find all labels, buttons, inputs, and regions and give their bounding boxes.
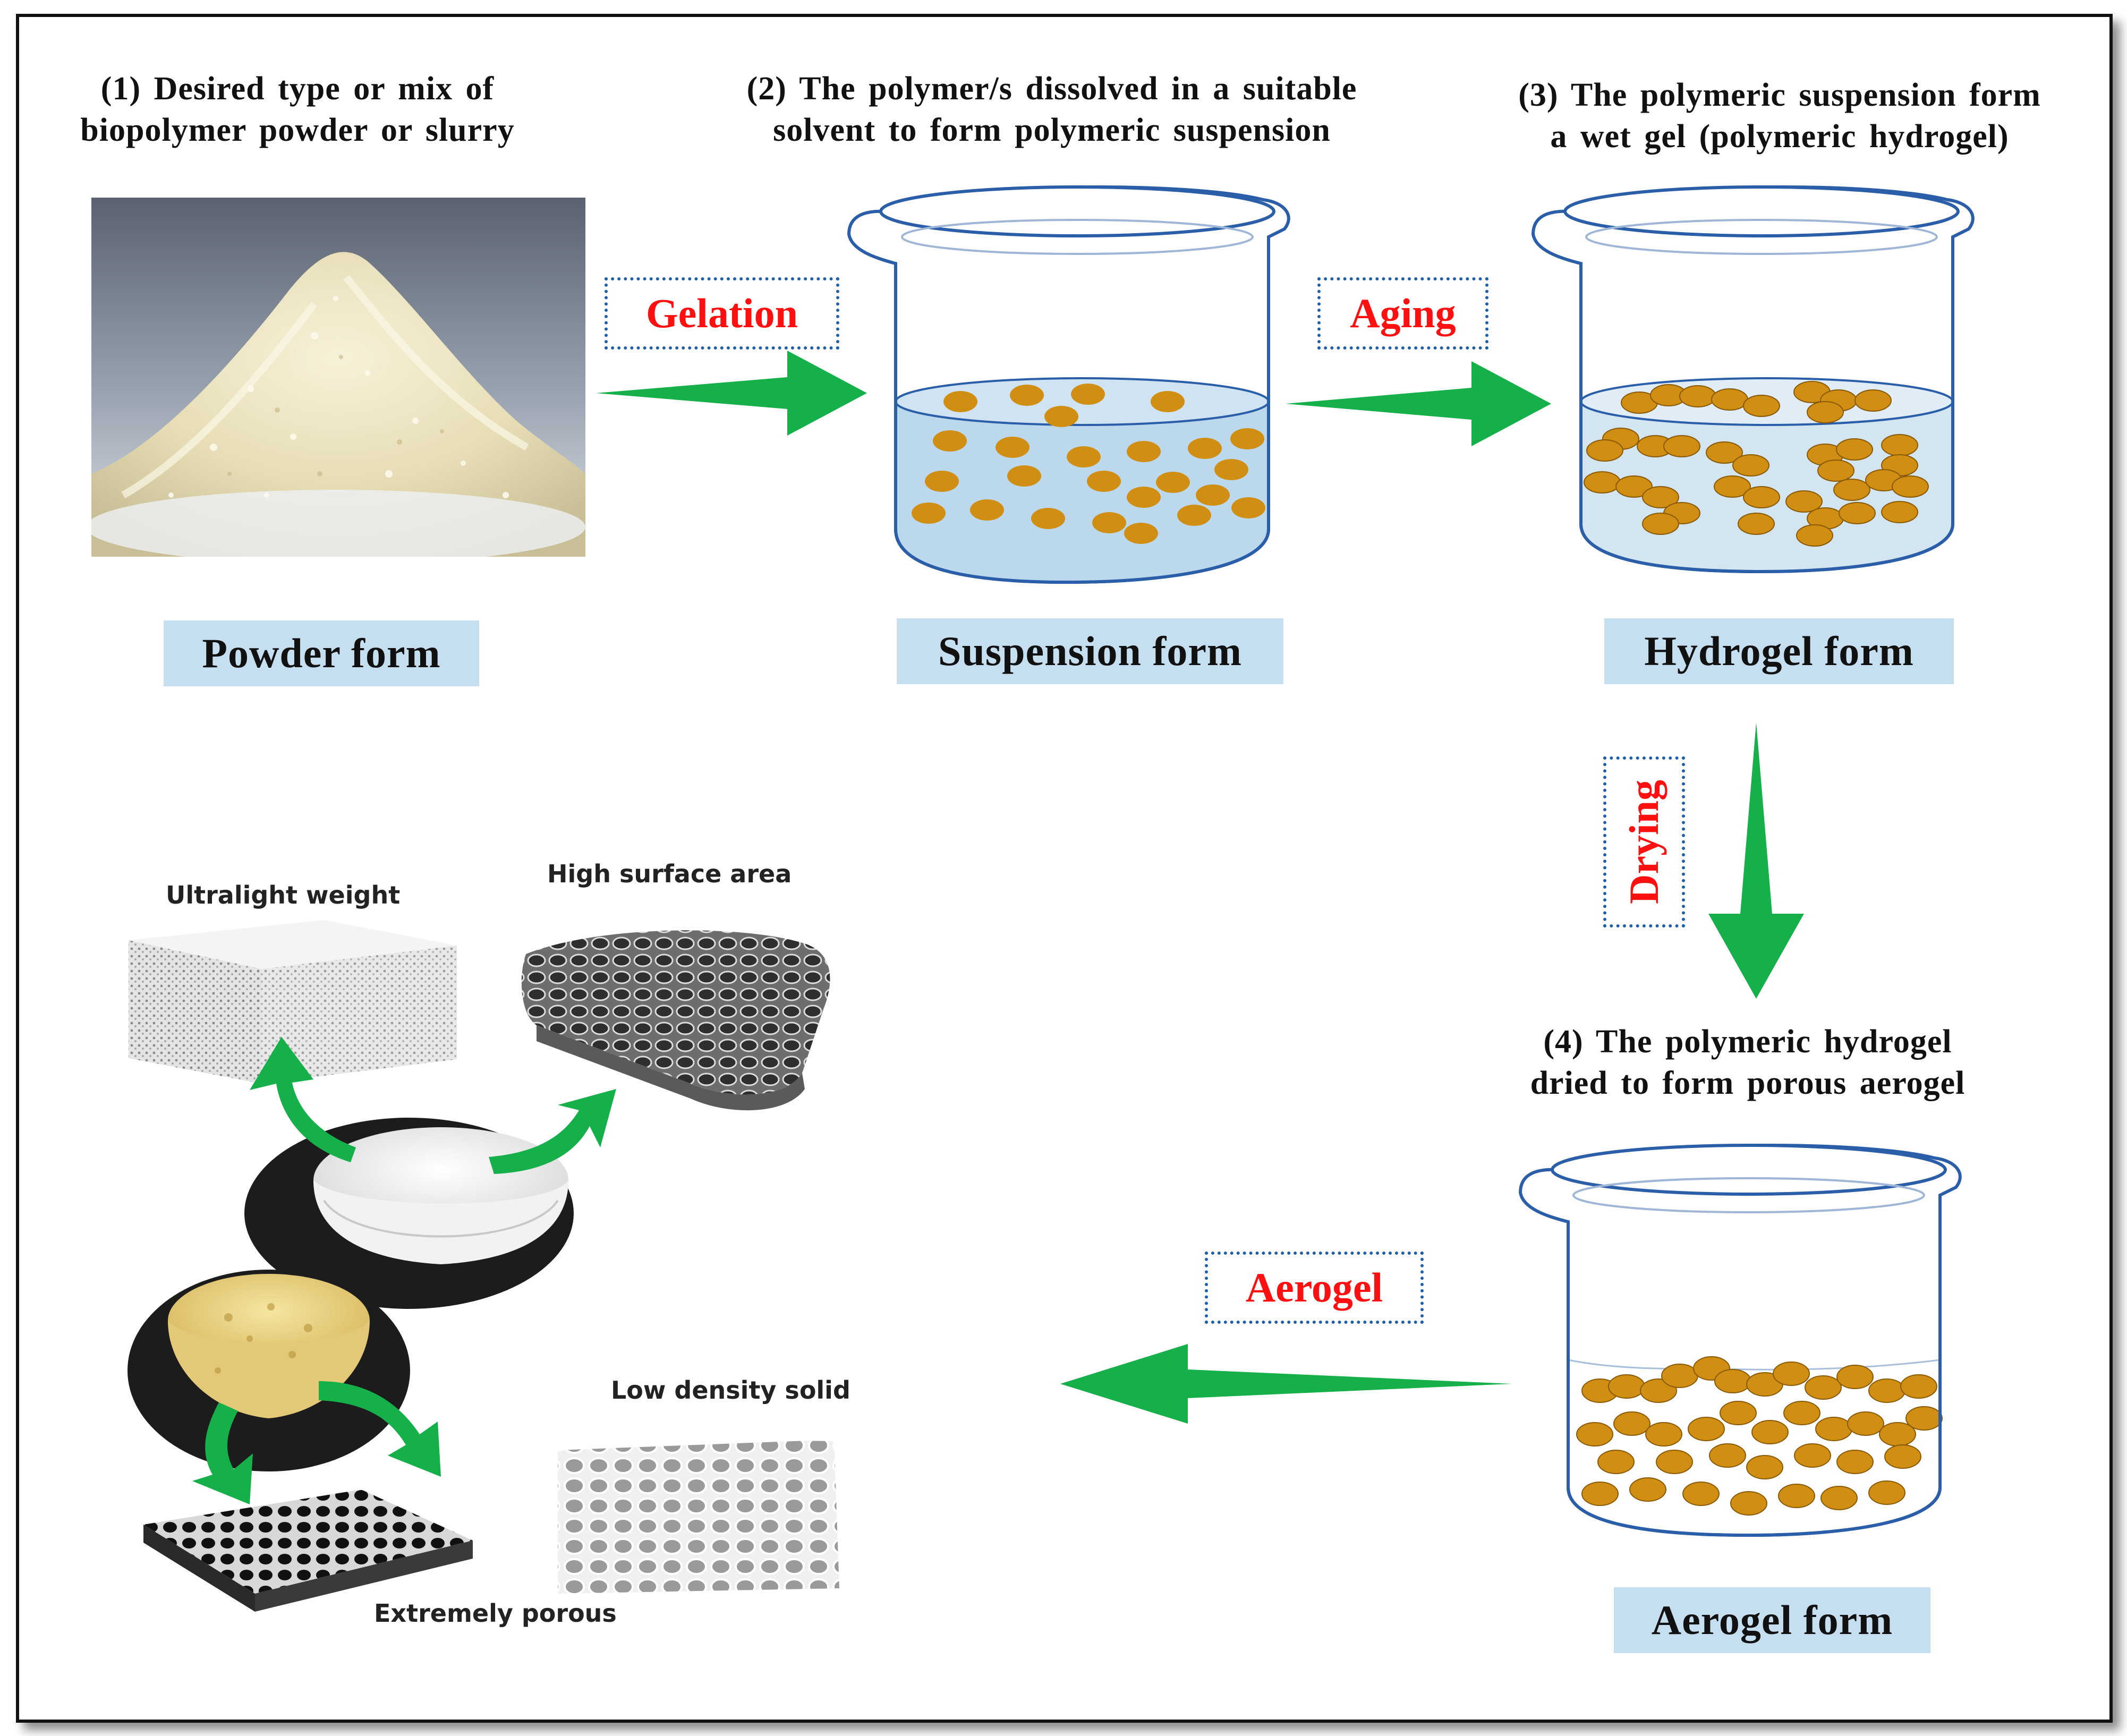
high-surface-area-label: High surface area (547, 860, 792, 888)
powder-form-label: Powder form (164, 620, 479, 686)
aerogel-properties-illustration (127, 920, 839, 1612)
aerogel-transition-label: Aerogel (1205, 1252, 1424, 1324)
aging-label: Aging (1317, 277, 1488, 350)
drying-label: Drying (1603, 756, 1685, 927)
suspension-beaker (847, 185, 1290, 584)
extremely-porous-label: Extremely porous (374, 1599, 617, 1628)
powder-image (91, 198, 585, 557)
gelation-label: Gelation (605, 277, 839, 350)
hydrogel-beaker (1531, 185, 1975, 574)
suspension-form-label: Suspension form (897, 618, 1283, 684)
drying-arrow (1708, 722, 1804, 999)
aerogel-arrow (1060, 1344, 1512, 1424)
aerogel-beaker (1518, 1144, 1962, 1537)
low-density-solid-label: Low density solid (611, 1376, 850, 1405)
gelation-arrow (596, 351, 867, 436)
ultralight-weight-label: Ultralight weight (166, 881, 401, 909)
aging-arrow (1286, 361, 1551, 446)
hydrogel-form-label: Hydrogel form (1604, 618, 1954, 684)
step-2-text: (2) The polymer/s dissolved in a suitabl… (746, 71, 1357, 148)
aerogel-form-label: Aerogel form (1614, 1587, 1930, 1653)
